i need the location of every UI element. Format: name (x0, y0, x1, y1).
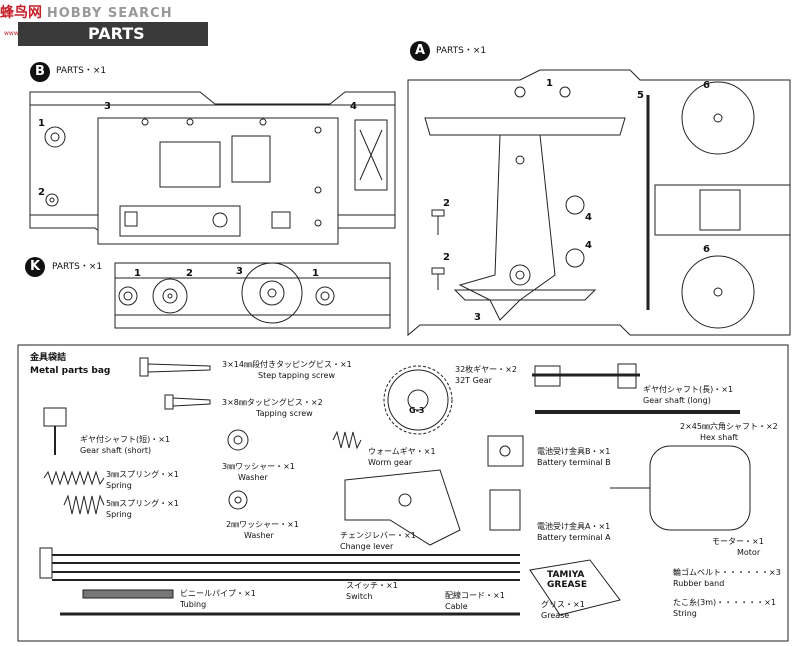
part-label-jp: モーター・×1 (712, 537, 764, 546)
part-label-en: Washer (244, 531, 274, 540)
sprue-a-number: 6 (703, 244, 710, 255)
gear-code-label: G-3 (409, 406, 425, 415)
part-label-jp: 3×14㎜段付きタッピングビス・×1 (222, 360, 352, 369)
metal-bag-frame (17, 344, 789, 642)
sprue-a-number: 2 (443, 252, 450, 263)
part-label-jp: 電池受け金具B・×1 (537, 447, 611, 456)
grease-tube-text: GREASE (547, 580, 588, 590)
part-label-jp: 5㎜スプリング・×1 (106, 499, 179, 508)
sprue-b-number: 4 (350, 101, 357, 112)
watermark-search-text: HOBBY SEARCH (46, 6, 173, 21)
sprue-a-number: 1 (546, 78, 553, 89)
sprue-a-number: 2 (443, 198, 450, 209)
part-label-en: Grease (541, 611, 570, 620)
part-label-jp: スイッチ・×1 (346, 581, 398, 590)
metal-parts-drawing (39, 357, 751, 616)
sprue-a-label: PARTS・×1 (436, 46, 487, 56)
part-label-jp: ギヤ付シャフト(長)・×1 (643, 385, 734, 394)
part-label-en: Switch (346, 592, 373, 601)
sprue-a-number: 4 (585, 212, 592, 223)
sprue-b-label: PARTS・×1 (56, 66, 107, 76)
part-label-jp: グリス・×1 (541, 600, 585, 609)
sprue-k-label: PARTS・×1 (52, 262, 103, 272)
part-label-en: Gear shaft (short) (80, 446, 152, 455)
part-label-en: Washer (238, 473, 268, 482)
part-label-jp: ギヤ付シャフト(短)・×1 (80, 435, 171, 444)
part-label-jp: 電池受け金具A・×1 (537, 522, 611, 531)
sprue-a-number: 6 (703, 80, 710, 91)
part-label-en: Rubber band (673, 579, 725, 588)
sprue-a-number: 5 (637, 90, 644, 101)
part-label-jp: チェンジレバー・×1 (340, 531, 416, 540)
part-label-en: String (673, 609, 697, 618)
part-label-en: Step tapping screw (258, 371, 336, 380)
part-label-jp: 輪ゴムベルト・・・・・・×3 (673, 568, 781, 577)
part-label-jp: 2×45㎜六角シャフト・×2 (680, 422, 778, 431)
sprue-b-number: 2 (38, 187, 45, 198)
sprue-k-letter: K (25, 257, 45, 277)
part-label-jp: 配線コード・×1 (445, 591, 505, 600)
sprue-k-number: 3 (236, 266, 243, 277)
part-label-jp: 3㎜スプリング・×1 (106, 470, 179, 479)
part-label-jp: たこ糸(3m)・・・・・・×1 (673, 598, 776, 607)
watermark-logo-text: 蜂鸟网 (0, 5, 42, 21)
part-label-en: Worm gear (368, 458, 413, 467)
sprue-k-drawing (114, 262, 391, 329)
part-label-jp: ビニールパイプ・×1 (180, 589, 256, 598)
part-label-jp: 32枚ギヤー・×2 (455, 365, 517, 374)
sprue-k-number: 1 (134, 268, 141, 279)
part-label-en: Hex shaft (700, 433, 739, 442)
part-label-en: Tubing (180, 600, 207, 609)
sprue-b-letter: B (30, 62, 50, 82)
sprue-k-number: 1 (312, 268, 319, 279)
part-label-en: Tapping screw (256, 409, 313, 418)
sprue-a-number: 4 (585, 240, 592, 251)
part-label-en: 32T Gear (455, 376, 492, 385)
sprue-a-number: 3 (474, 312, 481, 323)
grease-tube-brand: TAMIYA (547, 570, 585, 580)
sprue-k-number: 2 (186, 268, 193, 279)
part-label-en: Battery terminal A (537, 533, 611, 542)
part-label-en: Battery terminal B (537, 458, 611, 467)
part-label-jp: 3㎜ワッシャー・×1 (222, 462, 295, 471)
part-label-en: Change lever (340, 542, 394, 551)
sprue-b-number: 1 (38, 118, 45, 129)
part-label-en: Motor (737, 548, 761, 557)
part-label-en: Spring (106, 481, 132, 490)
part-label-jp: 3×8㎜タッピングビス・×2 (222, 398, 323, 407)
sprue-b-number: 3 (104, 101, 111, 112)
metal-bag-title-en: Metal parts bag (30, 366, 111, 376)
part-label-en: Spring (106, 510, 132, 519)
part-label-jp: ウォームギヤ・×1 (368, 447, 436, 456)
part-label-en: Gear shaft (long) (643, 396, 711, 405)
watermark-logo: 蜂鸟网 HOBBY SEARCH (0, 2, 173, 22)
part-label-jp: 2㎜ワッシャー・×1 (226, 520, 299, 529)
part-label-en: Cable (445, 602, 468, 611)
sprue-a-drawing (407, 69, 791, 337)
metal-bag-title-jp: 金具袋詰 (30, 353, 67, 363)
sprue-b-drawing (29, 91, 396, 245)
sprue-a-letter: A (410, 41, 430, 61)
page-title: PARTS (18, 22, 208, 46)
